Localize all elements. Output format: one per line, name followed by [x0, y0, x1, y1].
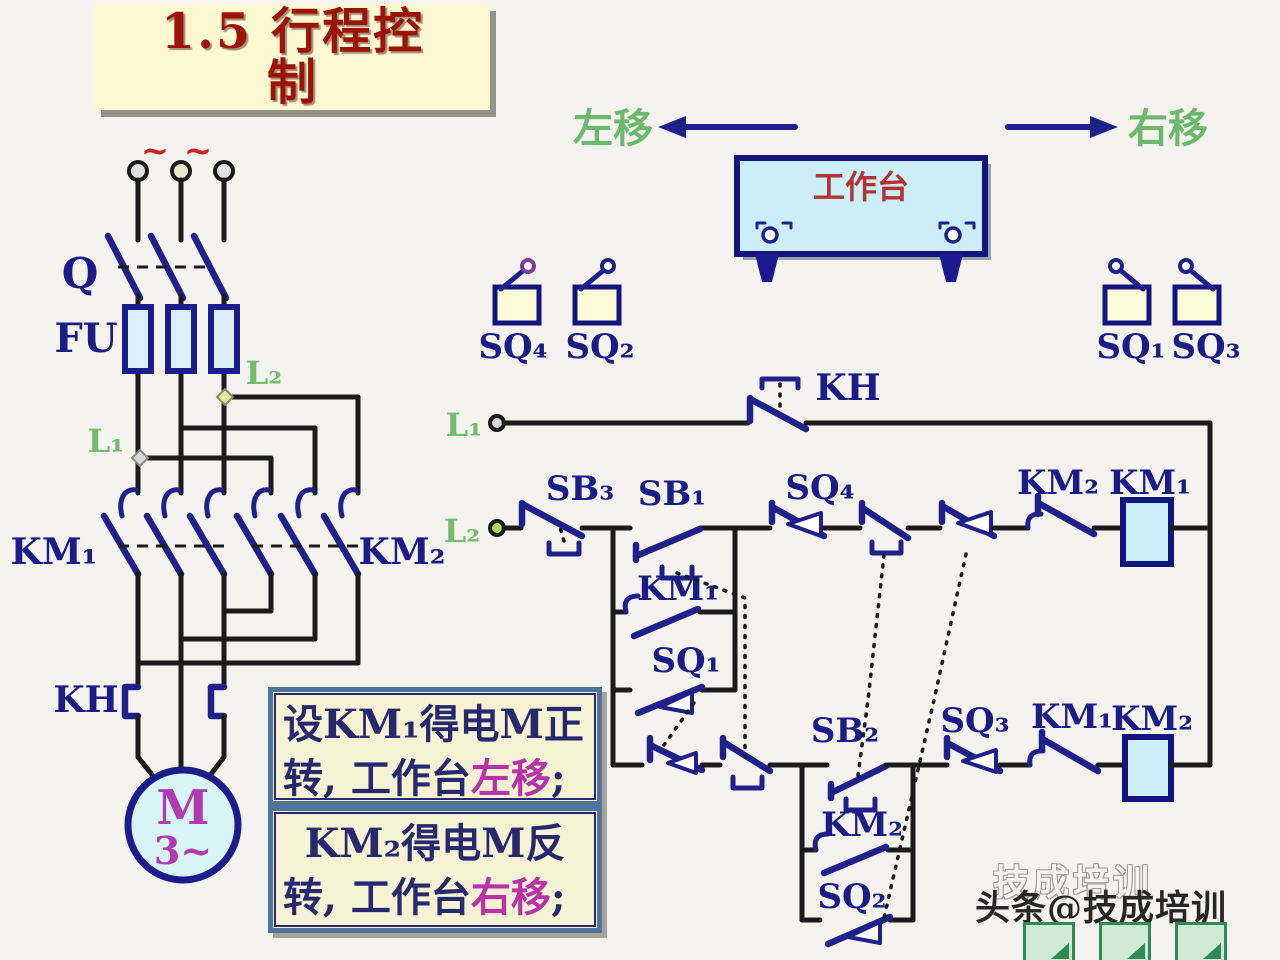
title-line-1: 1.5 行程控: [160, 1, 425, 60]
motor: M 3~: [124, 766, 242, 884]
sq1-nc-contact: [646, 734, 706, 775]
km1-coil: [1120, 497, 1174, 567]
km1-main-label: KM₁: [11, 531, 98, 573]
note-km2-highlight: 右移: [470, 874, 551, 921]
fuse-2: [165, 304, 197, 374]
km2-interlock-label: KM₂: [1017, 463, 1099, 503]
sb1-nc-contact: [719, 734, 774, 791]
motor-phase-label: 3~: [154, 828, 212, 873]
move-left-label: 左移: [573, 105, 653, 152]
motor-feed-wiring: [135, 571, 361, 774]
km2-main-label: KM₂: [359, 531, 446, 573]
note-box-km2: KM₂得电M反 转, 工作台右移;: [268, 806, 602, 933]
sq1-no-contact: SQ₁: [610, 641, 738, 717]
watermark: 技成培训 头条@技成培训: [975, 862, 1265, 960]
l1-node: [130, 448, 150, 468]
sq1-device-label: SQ₁: [1096, 327, 1165, 367]
km2-coil: [1122, 734, 1174, 802]
workbench-illustration: 左移 右移 工作台 SQ₄ SQ₂: [478, 105, 1240, 367]
km-main-contacts: KM₁ KM₂: [11, 487, 446, 578]
sq2-no-contact: SQ₂: [799, 877, 916, 948]
sb2-label: SB₂: [811, 711, 879, 751]
sq1-no-label: SQ₁: [651, 641, 720, 681]
workbench-foot-left: [755, 254, 779, 282]
watermark-ghost-text: 技成培训: [993, 862, 1154, 904]
kh-contact-label: KH: [815, 367, 880, 409]
sb2-start-button: SB₂: [811, 711, 890, 813]
note-km1-line1: 设KM₁得电M正: [283, 701, 584, 748]
fu-label: FU: [54, 315, 117, 362]
workbench-box: [734, 155, 988, 257]
mechanical-links: [662, 552, 968, 920]
workbench-roller-left: [761, 226, 779, 244]
sb2-nc-contact: [858, 499, 912, 556]
supply-terminal-1: [127, 160, 149, 182]
sb1-label: SB₁: [638, 474, 706, 514]
sq4-device-label: SQ₄: [478, 327, 547, 367]
note-box-km1: 设KM₁得电M正 转, 工作台左移;: [268, 687, 602, 806]
sq2-no-label: SQ₂: [817, 877, 886, 917]
supply-terminal-3: [213, 160, 235, 182]
left-arrow-head: [658, 116, 686, 138]
watermark-icons: [1023, 922, 1227, 960]
sq3-device-label: SQ₃: [1171, 327, 1240, 367]
motor-m-label: M: [156, 780, 209, 836]
supply-terminal-2: [170, 160, 192, 182]
kh-overload-label: KH: [53, 679, 118, 721]
l1-node-label: L₁: [88, 422, 125, 460]
q-switch-label: Q: [62, 249, 99, 298]
limit-switch-sq1: SQ₁: [1096, 258, 1166, 367]
limit-switch-sq3: SQ₃: [1171, 258, 1241, 367]
sq3-nc-label: SQ₃: [940, 701, 1009, 741]
title-line-2: 制: [266, 53, 318, 111]
km1-coil-label: KM₁: [1109, 463, 1191, 503]
sq4-nc-contact: SQ₄: [768, 468, 855, 540]
video-icon-2: [1099, 922, 1151, 960]
l1-terminal-label: L₁: [446, 406, 483, 444]
sb3-label: SB₃: [546, 469, 614, 509]
sb1-start-button: SB₁: [610, 474, 738, 581]
l2-terminal-label: L₂: [444, 512, 481, 550]
right-arrow-head: [1090, 116, 1118, 138]
note-km1-line2: 转, 工作台左移;: [283, 755, 566, 802]
motor-circle: [124, 766, 242, 884]
video-icon-1: [1023, 922, 1075, 960]
workbench-foot-right: [939, 254, 963, 282]
km2-selfhold-contact: KM₂: [799, 805, 916, 877]
control-circuit: L₁ KH L₂ SB₃ SB: [444, 367, 1213, 948]
km1-selfhold-contact: KM₁: [610, 569, 738, 640]
title-box: 1.5 行程控 制: [95, 4, 490, 110]
sq2-device-label: SQ₂: [565, 327, 634, 367]
note-km2-line2: 转, 工作台右移;: [283, 874, 566, 921]
sb3-stop-button: SB₃: [518, 469, 614, 557]
sq2-nc-contact: [938, 499, 998, 540]
sq3-nc-contact: SQ₃: [940, 701, 1010, 775]
power-circuit: ~ ~ Q FU: [11, 131, 446, 884]
fuse-3: [208, 304, 240, 374]
km2-selfhold-label: KM₂: [821, 805, 903, 845]
l2-node-label: L₂: [246, 354, 283, 392]
note-km2-line1: KM₂得电M反: [304, 820, 566, 867]
q-switch: Q: [62, 232, 230, 302]
sq4-nc-label: SQ₄: [785, 468, 854, 508]
limit-switch-sq2: SQ₂: [565, 258, 635, 367]
km1-selfhold-label: KM₁: [637, 569, 719, 609]
km2-coil-label: KM₂: [1111, 699, 1193, 739]
fu-fuses: FU: [54, 293, 240, 496]
kh-nc-contact: KH: [746, 367, 881, 433]
km1-interlock-label: KM₁: [1031, 697, 1113, 737]
km1-interlock-contact: KM₁: [1027, 697, 1113, 775]
limit-switch-sq4: SQ₄: [478, 258, 548, 367]
video-icon-3: [1175, 922, 1227, 960]
workbench-label: 工作台: [813, 168, 909, 206]
workbench-roller-right: [944, 226, 962, 244]
move-right-label: 右移: [1128, 105, 1208, 152]
l2-node: [215, 387, 235, 407]
km2-interlock-contact: KM₂: [1017, 463, 1099, 538]
fuse-1: [122, 304, 154, 374]
phase-tap-wiring: L₂ L₁: [88, 354, 361, 496]
note-km1-highlight: 左移: [470, 755, 551, 802]
